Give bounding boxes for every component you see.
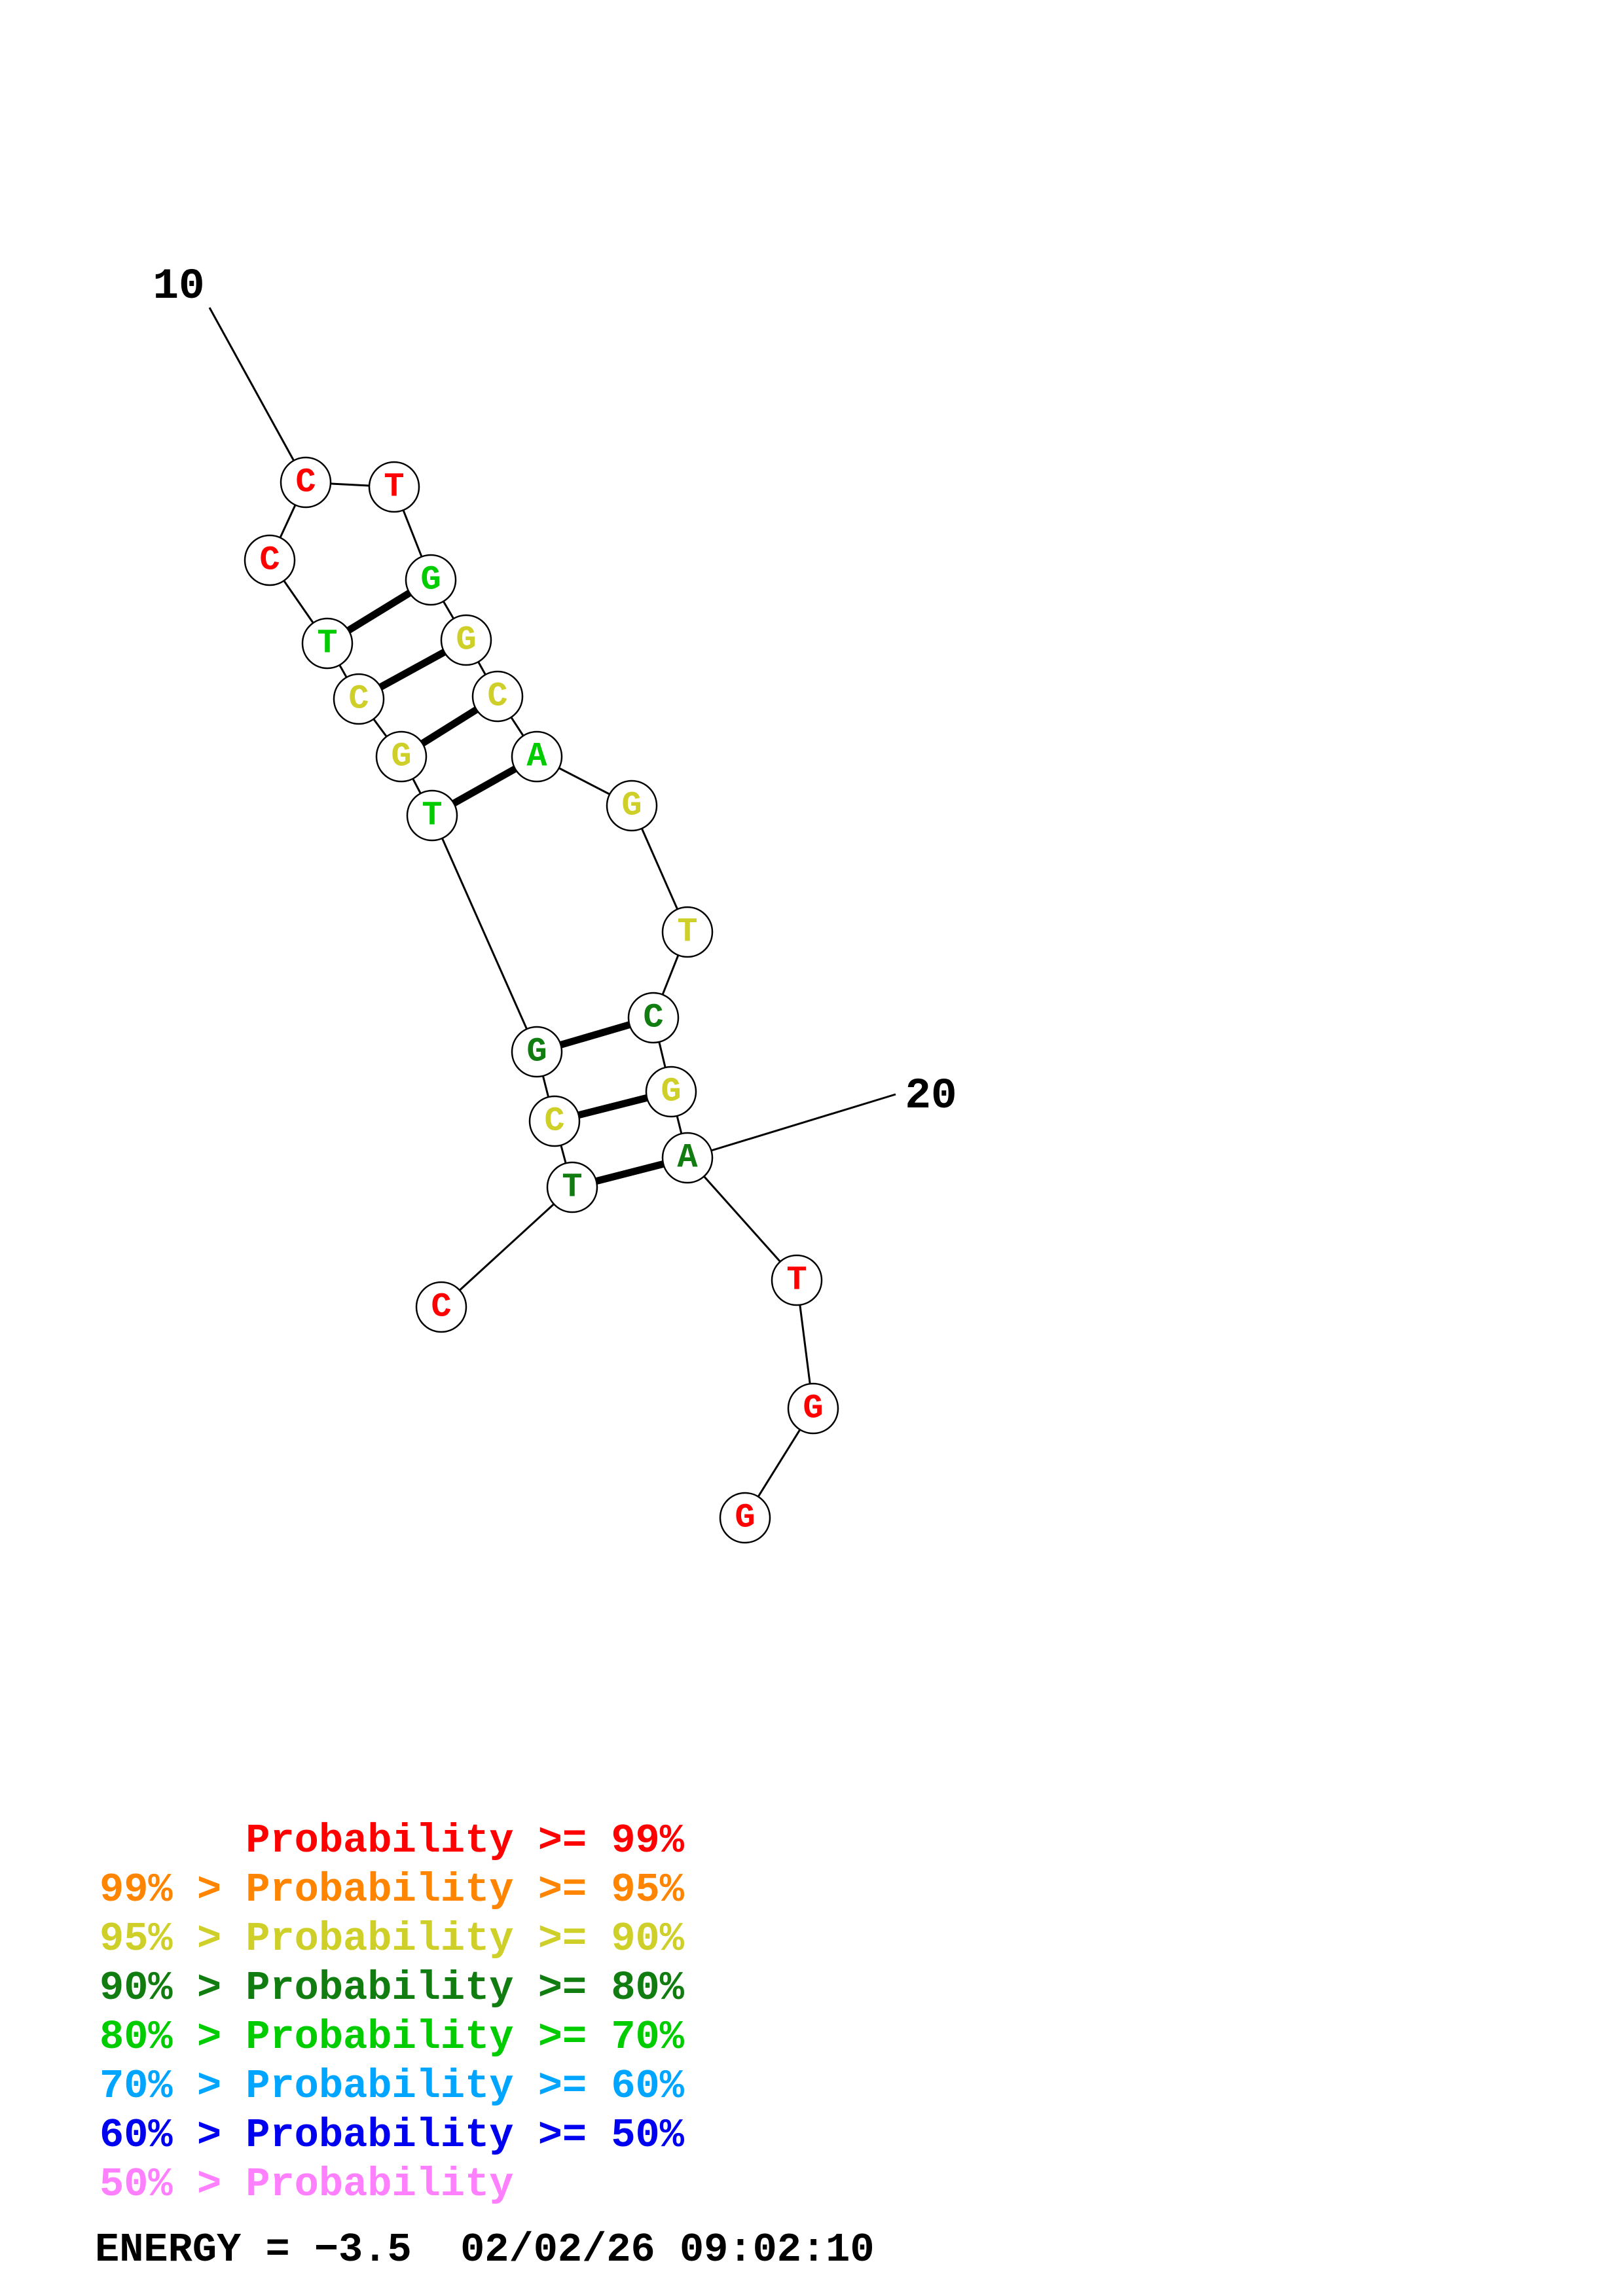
sequence-number-label: 20 xyxy=(905,1071,957,1121)
nucleotide-base: T xyxy=(384,468,404,507)
nucleotide-base: G xyxy=(391,738,411,776)
legend-row: 50% > Probability xyxy=(100,2161,514,2208)
backbone-line xyxy=(431,815,538,1052)
nucleotide-base: T xyxy=(317,624,337,663)
nucleotide-base: G xyxy=(526,1033,547,1071)
nucleotide-base: C xyxy=(544,1102,564,1141)
nucleotide-base: C xyxy=(487,677,507,716)
nucleotide-base: C xyxy=(295,463,316,502)
nucleotide-base: G xyxy=(735,1499,755,1537)
nucleotide-circle xyxy=(546,1161,598,1213)
legend-row: 70% > Probability >= 60% xyxy=(100,2063,684,2109)
legend-row: 60% > Probability >= 50% xyxy=(100,2112,684,2159)
backbone-line xyxy=(440,1186,574,1308)
label-pointer-line xyxy=(687,1093,896,1159)
nucleotide-circle xyxy=(528,1095,581,1147)
nucleotide-circle xyxy=(405,554,457,606)
energy-annotation: ENERGY = −3.5 02/02/26 09:02:10 xyxy=(95,2227,875,2273)
nucleotide-base: C xyxy=(348,680,369,719)
nucleotide-circle xyxy=(606,780,658,832)
nucleotide-base: A xyxy=(677,1139,698,1177)
nucleotide-base: T xyxy=(786,1261,807,1300)
sequence-number-label: 10 xyxy=(153,262,204,311)
nucleotide-circle xyxy=(471,670,524,723)
nucleotide-base: T xyxy=(422,797,442,835)
probability-legend: Probability >= 99%99% > Probability >= 9… xyxy=(100,1816,684,2209)
nucleotide-circle xyxy=(368,461,420,513)
nucleotide-circle xyxy=(301,617,354,670)
nucleotide-circle xyxy=(661,1132,714,1184)
nucleotide-base: G xyxy=(661,1073,681,1111)
nucleotide-circle xyxy=(719,1492,771,1544)
nucleotide-base: C xyxy=(259,541,280,580)
nucleotide-circle xyxy=(787,1382,839,1435)
nucleotide-base: G xyxy=(803,1390,823,1428)
nucleotide-circle xyxy=(661,906,714,958)
legend-row: 99% > Probability >= 95% xyxy=(100,1867,684,1913)
nucleotide-circle xyxy=(627,992,680,1044)
nucleotide-base: T xyxy=(562,1168,582,1207)
nucleotide-circle xyxy=(333,673,385,725)
nucleotide-base: G xyxy=(621,787,642,825)
legend-row: 95% > Probability >= 90% xyxy=(100,1916,684,1962)
nucleotide-circle xyxy=(244,534,296,586)
nucleotide-base: G xyxy=(456,621,476,660)
nucleotide-circle xyxy=(440,614,492,666)
nucleotide-base: C xyxy=(431,1288,451,1327)
nucleotide-circle xyxy=(771,1254,823,1306)
nucleotide-circle xyxy=(511,730,563,783)
legend-row: Probability >= 99% xyxy=(100,1818,684,1864)
legend-row: 80% > Probability >= 70% xyxy=(100,2014,684,2060)
nucleotide-circle xyxy=(511,1026,563,1078)
legend-row: 90% > Probability >= 80% xyxy=(100,1965,684,2011)
nucleotide-circle xyxy=(375,730,428,783)
label-pointer-line xyxy=(208,307,307,483)
nucleotide-base: C xyxy=(643,999,663,1037)
nucleotide-circle xyxy=(280,456,332,509)
nucleotide-circle xyxy=(406,789,458,842)
nucleotide-circle xyxy=(645,1066,697,1118)
nucleotide-base: G xyxy=(420,561,441,600)
backbone-line xyxy=(686,1157,798,1281)
nucleotide-base: A xyxy=(526,738,547,776)
nucleotide-circle xyxy=(415,1281,467,1333)
nucleotide-base: T xyxy=(677,913,697,952)
